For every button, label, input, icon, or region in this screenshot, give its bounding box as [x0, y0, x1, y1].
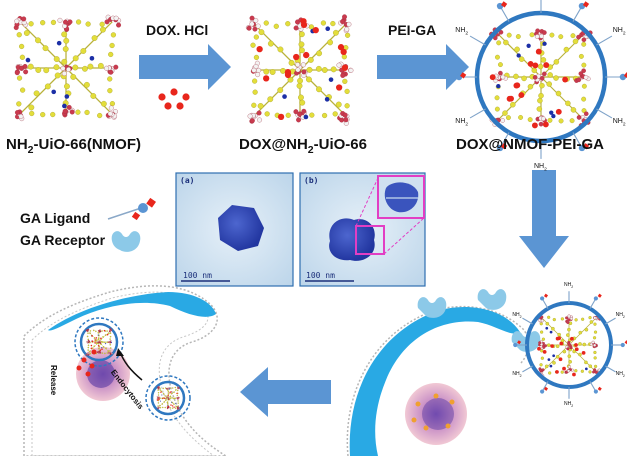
nh2-label: NH2	[615, 371, 625, 379]
arrow-step1	[139, 44, 231, 90]
cell-endocytosis	[23, 285, 228, 456]
release-label: Release	[49, 365, 58, 396]
nh2-label: NH2	[455, 117, 469, 127]
nh2-label: NH2	[612, 26, 626, 37]
nmof-label: NH2-UiO-66(NMOF)	[6, 136, 142, 156]
arrow-left	[240, 367, 331, 417]
orange-dots	[411, 393, 455, 431]
dox-loaded-mof-structure	[245, 14, 354, 126]
released-dox-dots	[76, 349, 97, 377]
dox-drug-dots	[158, 88, 190, 110]
nh2-label: NH2	[534, 162, 547, 173]
tem-scale-b: 100 nm	[306, 271, 335, 280]
nh2-label: NH2	[564, 401, 574, 409]
nh2-label: NH2	[455, 26, 469, 37]
step2-label: PEI-GA	[388, 22, 437, 38]
tem-panel-a	[175, 172, 294, 287]
nh2-label: NH2	[512, 311, 522, 319]
step1-label: DOX. HCl	[146, 22, 209, 38]
arrow-step2	[377, 44, 469, 90]
tem-panel-b	[299, 172, 426, 287]
final-label: DOX@NMOF-PEI-GA	[456, 136, 604, 153]
coated-nanoparticle	[455, 0, 627, 159]
nh2-label: NH2	[512, 371, 522, 379]
nh2-label: NH2	[615, 311, 625, 319]
tem-scale-a: 100 nm	[183, 271, 212, 280]
ga-receptor-icon	[111, 231, 141, 252]
nmof-structure	[13, 14, 122, 122]
ga-ligand-label: GA Ligand	[20, 210, 91, 226]
ga-receptor-label: GA Receptor	[20, 232, 106, 248]
nh2-label: NH2	[612, 117, 626, 127]
ga-ligand-icon	[107, 197, 156, 221]
nh2-label: NH2	[564, 281, 574, 289]
cell-targeting	[346, 289, 627, 456]
tem-panel-a-label: (a)	[180, 176, 195, 185]
arrow-down	[519, 170, 569, 268]
tem-panel-b-label: (b)	[304, 176, 319, 185]
dox-mof-label: DOX@NH2-UiO-66	[239, 136, 367, 156]
